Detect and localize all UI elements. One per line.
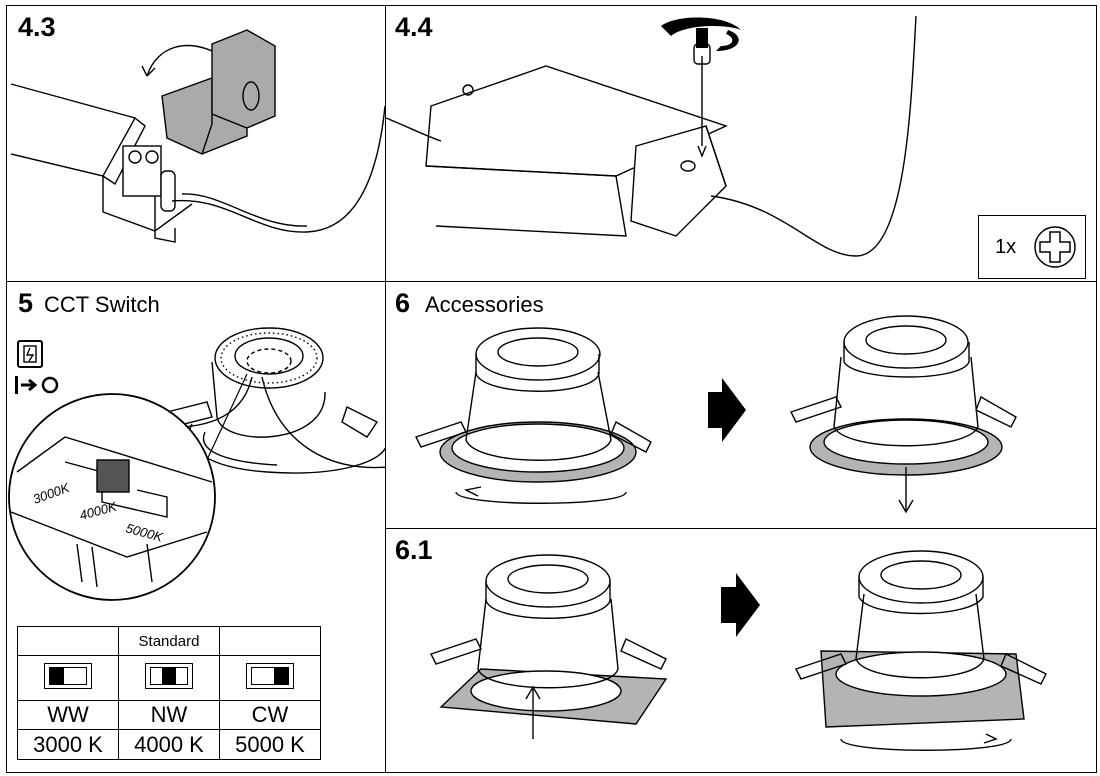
cct-kelvin-5000: 5000 K [219, 729, 321, 760]
quantity-label: 1x [995, 236, 1017, 258]
square-frame-accessory-illustration [430, 550, 1047, 751]
power-on-off-icon [15, 376, 59, 394]
cct-switch-illustration: 3000K 4000K 5000K [8, 327, 385, 601]
step-number: 5 [18, 288, 34, 318]
panel-title: CCT Switch [44, 292, 160, 317]
cct-label-cw: CW [219, 700, 321, 730]
next-step-arrow-icon [708, 378, 746, 442]
panel-6-1: 6.1 [385, 528, 1097, 773]
cct-table: Standard WW NW CW 3000 K 4000 K 5000 K [17, 626, 321, 760]
cct-label-ww: WW [17, 700, 119, 730]
panel-4-4: 4.4 1x [385, 5, 1097, 282]
screw-quantity-box: 1x [978, 215, 1086, 279]
step-number: 6.1 [395, 535, 433, 565]
switch-position-center [118, 655, 220, 701]
round-ring-accessory-illustration [415, 315, 1017, 514]
cct-kelvin-4000: 4000 K [118, 729, 220, 760]
phillips-screw-icon [1034, 226, 1076, 268]
cct-header-ww [17, 626, 119, 656]
driver-terminal-cover-illustration [10, 29, 385, 243]
cct-header-cw [219, 626, 321, 656]
step-number: 4.4 [395, 12, 433, 42]
driver-screw-illustration [386, 15, 917, 257]
cct-label-nw: NW [118, 700, 220, 730]
switch-position-right [219, 655, 321, 701]
panel-4-3: 4.3 [6, 5, 386, 282]
step-number: 4.3 [18, 12, 56, 42]
next-step-arrow-icon [721, 573, 760, 637]
panel-title: Accessories [425, 292, 544, 317]
power-off-warning-icon [17, 340, 43, 368]
switch-position-left [17, 655, 119, 701]
cct-kelvin-3000: 3000 K [17, 729, 119, 760]
step-number: 6 [395, 288, 411, 318]
cct-header-nw: Standard [118, 626, 220, 656]
panel-6-accessories: 6 Accessories [385, 281, 1097, 529]
